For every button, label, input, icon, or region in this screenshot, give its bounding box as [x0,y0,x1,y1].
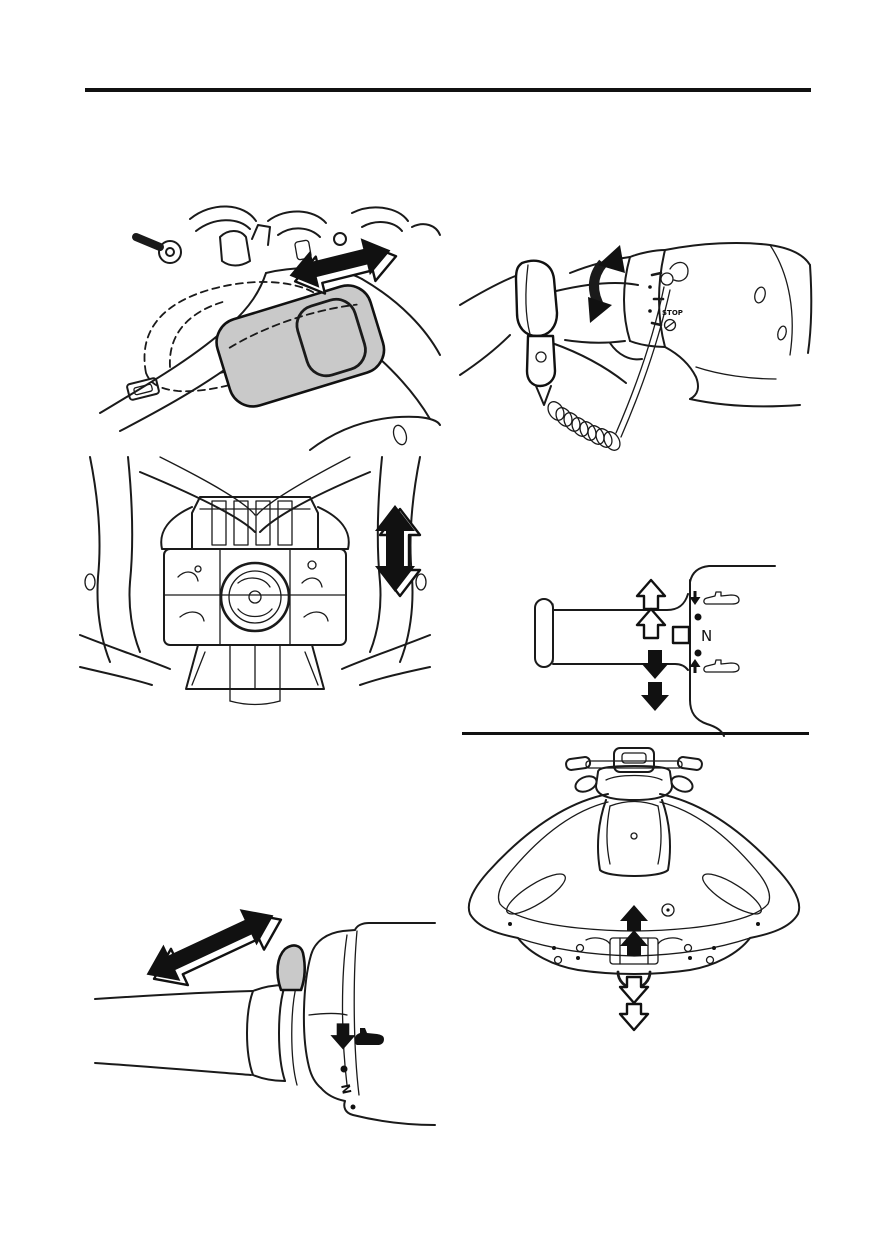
detent-dot [694,649,702,657]
stop-button-label: STOP [662,309,683,317]
handlebar-cluster [132,205,441,267]
neutral-detent-square-icon [671,625,691,645]
forward-position-row [689,591,740,605]
up-filled-arrows-icon [620,905,648,956]
up-arrow-glyph-icon [689,659,701,673]
slide-double-arrow-icon [289,238,398,295]
hull-sides [79,456,431,686]
detent-dot [340,1065,348,1073]
up-outline-arrows-icon [635,578,667,640]
handlebar-housing [664,241,813,408]
lanyard-clip-icon [660,261,689,286]
grip-and-drum [564,249,666,361]
neutral-label: N [701,627,712,645]
watercraft-filled-icon [354,1028,384,1045]
figure-shift-schematic: N [525,552,815,740]
down-outline-arrows-icon [618,975,650,1032]
reverse-watercraft-icon [703,659,740,673]
ride-plate [185,644,325,706]
section-divider-rule [462,732,809,735]
grip-cylinder [534,593,689,671]
gate-panel [163,548,347,646]
reverse-position-row [689,659,740,673]
header-rule [85,88,811,92]
vertical-double-arrow-icon [375,505,422,598]
engine-stop-button-icon: STOP [662,309,683,332]
grip-tube [94,982,298,1086]
rotate-double-arrow-icon [588,245,625,323]
hull-outline [467,793,801,975]
shift-lever [276,944,307,992]
gate-handle-grid [160,496,350,550]
detent-dot [694,613,702,621]
forearm [459,274,639,384]
handlebar-top [565,747,703,773]
diagonal-double-arrow-icon [146,909,283,987]
shaded-storage-tray [215,284,386,408]
figure-jet-pump-rear [79,456,431,706]
down-filled-arrows-icon [641,650,669,711]
down-arrow-filled-icon [330,1023,356,1050]
figure-glove-box [99,205,441,451]
panel-edge [689,565,776,737]
detent-dot [350,1104,356,1110]
seat [597,799,671,877]
coiled-cord [547,286,671,451]
neutral-row: N [671,625,712,645]
wrist-strap [514,259,559,406]
down-arrow-glyph-icon [689,591,701,605]
figure-shift-lever-closeup: N [94,895,436,1140]
figure-throttle-lanyard: STOP [459,235,813,460]
figure-stern-top-view [458,742,810,1034]
neutral-label: N [338,1083,354,1096]
forward-watercraft-icon [703,591,740,605]
housing [302,922,436,1126]
housing-markings: N [330,1023,384,1110]
console-mirrors [574,765,694,801]
